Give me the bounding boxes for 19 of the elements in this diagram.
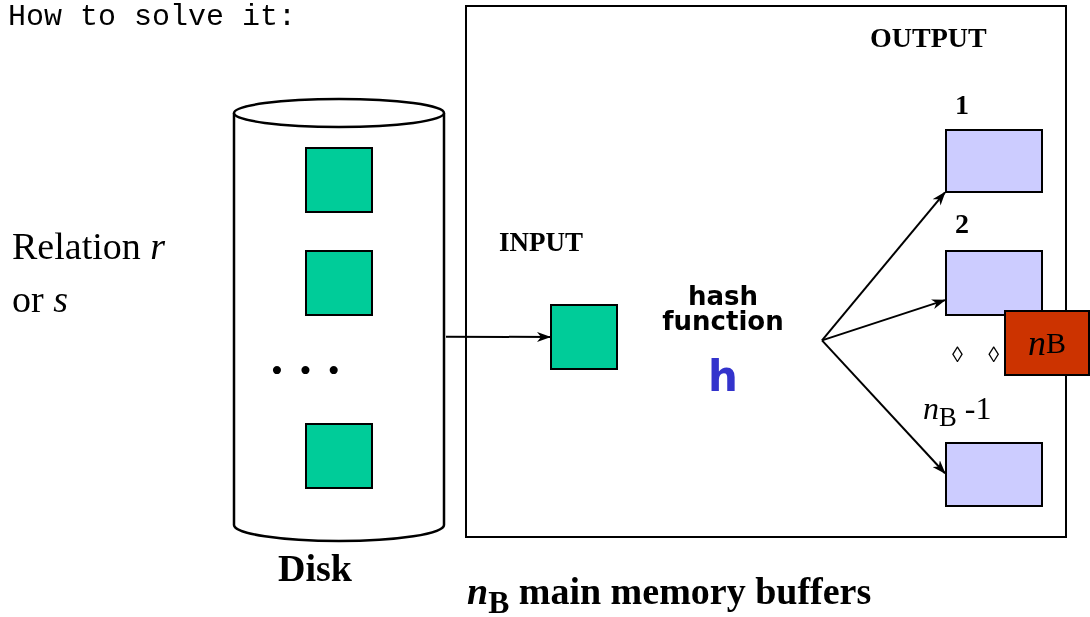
relation-label: Relation r or s xyxy=(12,224,167,323)
buffer-number: 1 xyxy=(955,91,969,119)
ellipsis-dots: • • • xyxy=(271,354,344,388)
title-text: How to solve it: xyxy=(8,2,297,32)
arrow xyxy=(821,299,946,342)
output-label: OUTPUT xyxy=(870,24,987,52)
arrow xyxy=(821,339,946,475)
disk-label: Disk xyxy=(278,549,352,587)
hash-symbol: h xyxy=(708,356,738,398)
buffer-number: 2 xyxy=(955,210,969,238)
hash-function-label: hash function xyxy=(661,284,785,334)
arrow xyxy=(445,331,551,342)
block-square xyxy=(305,250,373,316)
block-square xyxy=(305,423,373,489)
panel-caption: n$_{B}$ main memory buffers xyxy=(467,572,872,617)
buffer-number: n$_{B}$ -1 xyxy=(923,392,992,432)
block-square xyxy=(305,147,373,213)
arrow xyxy=(821,191,946,342)
input-label: INPUT xyxy=(499,229,583,256)
